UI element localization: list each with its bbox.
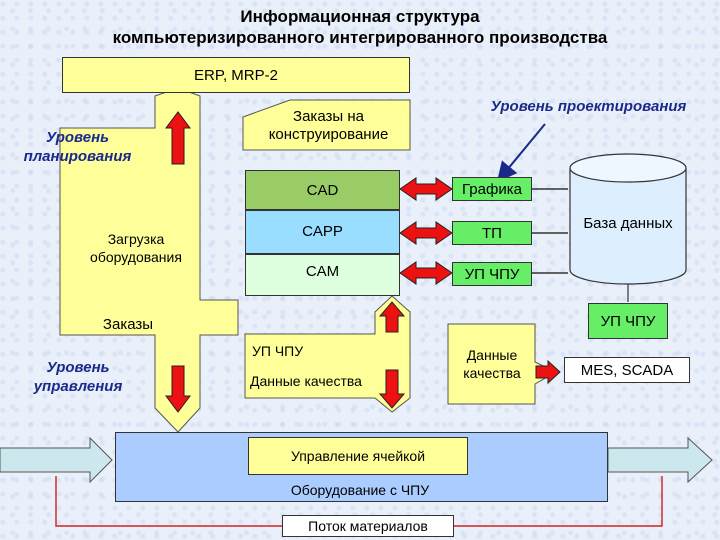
double-arrow-tp — [399, 221, 453, 245]
cam-box: CAM — [245, 254, 400, 296]
title-line-1: Информационная структура — [240, 7, 480, 26]
double-arrow-graphics — [399, 177, 453, 201]
cnc-equipment-label: Оборудование с ЧПУ — [290, 482, 430, 498]
database-label: База данных — [583, 215, 673, 232]
planning-column — [59, 87, 239, 433]
material-flow-box: Поток материалов — [282, 515, 454, 537]
capp-label: CAPP — [302, 223, 343, 240]
up-chpu-top-label: УП ЧПУ — [464, 265, 520, 283]
up-chpu-right-label: УП ЧПУ — [600, 312, 656, 330]
material-flow-left-arrow — [0, 436, 113, 484]
red-arrow-control — [165, 365, 191, 413]
graphics-label: Графика — [462, 180, 522, 198]
material-flow-label: Поток материалов — [308, 518, 428, 534]
mes-scada-box: MES, SCADA — [564, 357, 690, 383]
database-cylinder — [569, 153, 687, 285]
capp-box: CAPP — [245, 210, 400, 254]
cell-control-label: Управление ячейкой — [290, 448, 426, 464]
design-level-pointer — [496, 123, 546, 183]
graphics-box: Графика — [452, 177, 532, 201]
cad-box: CAD — [245, 170, 400, 210]
level-design-label: Уровень проектирования — [490, 98, 687, 115]
red-arrow-quality-right — [535, 359, 561, 385]
cad-label: CAD — [306, 181, 339, 199]
tp-box: ТП — [452, 221, 532, 245]
red-arrow-mid-top — [378, 301, 406, 333]
cell-control-box: Управление ячейкой — [248, 437, 468, 475]
orders-design-shape — [242, 99, 411, 151]
mes-scada-label: MES, SCADA — [580, 361, 674, 379]
erp-label: ERP, MRP-2 — [194, 66, 278, 84]
tp-label: ТП — [482, 224, 502, 242]
double-arrow-up-chpu — [399, 261, 453, 285]
red-arrow-planning — [165, 111, 191, 165]
orders-label: Заказы — [102, 316, 154, 333]
diagram-title: Информационная структура компьютеризиров… — [0, 6, 720, 48]
quality-data-right-label: Данные качества — [463, 347, 521, 381]
quality-data-mid-label: Данные качества — [250, 373, 362, 389]
cam-label: CAM — [305, 263, 340, 280]
level-planning-label: Уровень планирования — [23, 129, 132, 165]
up-chpu-right-box: УП ЧПУ — [588, 303, 668, 339]
title-line-2: компьютеризированного интегрированного п… — [112, 28, 608, 47]
red-arrow-mid-bottom — [378, 369, 406, 409]
equipment-load-label: Загрузка оборудования — [90, 231, 182, 265]
up-chpu-top-box: УП ЧПУ — [452, 262, 532, 286]
material-flow-right-arrow — [607, 436, 713, 484]
quality-block — [244, 295, 411, 413]
erp-box: ERP, MRP-2 — [62, 57, 410, 93]
up-chpu-mid-label: УП ЧПУ — [252, 343, 304, 359]
level-control-label: Уровень управления — [33, 359, 123, 395]
orders-design-label: Заказы на конструирование — [268, 108, 389, 143]
